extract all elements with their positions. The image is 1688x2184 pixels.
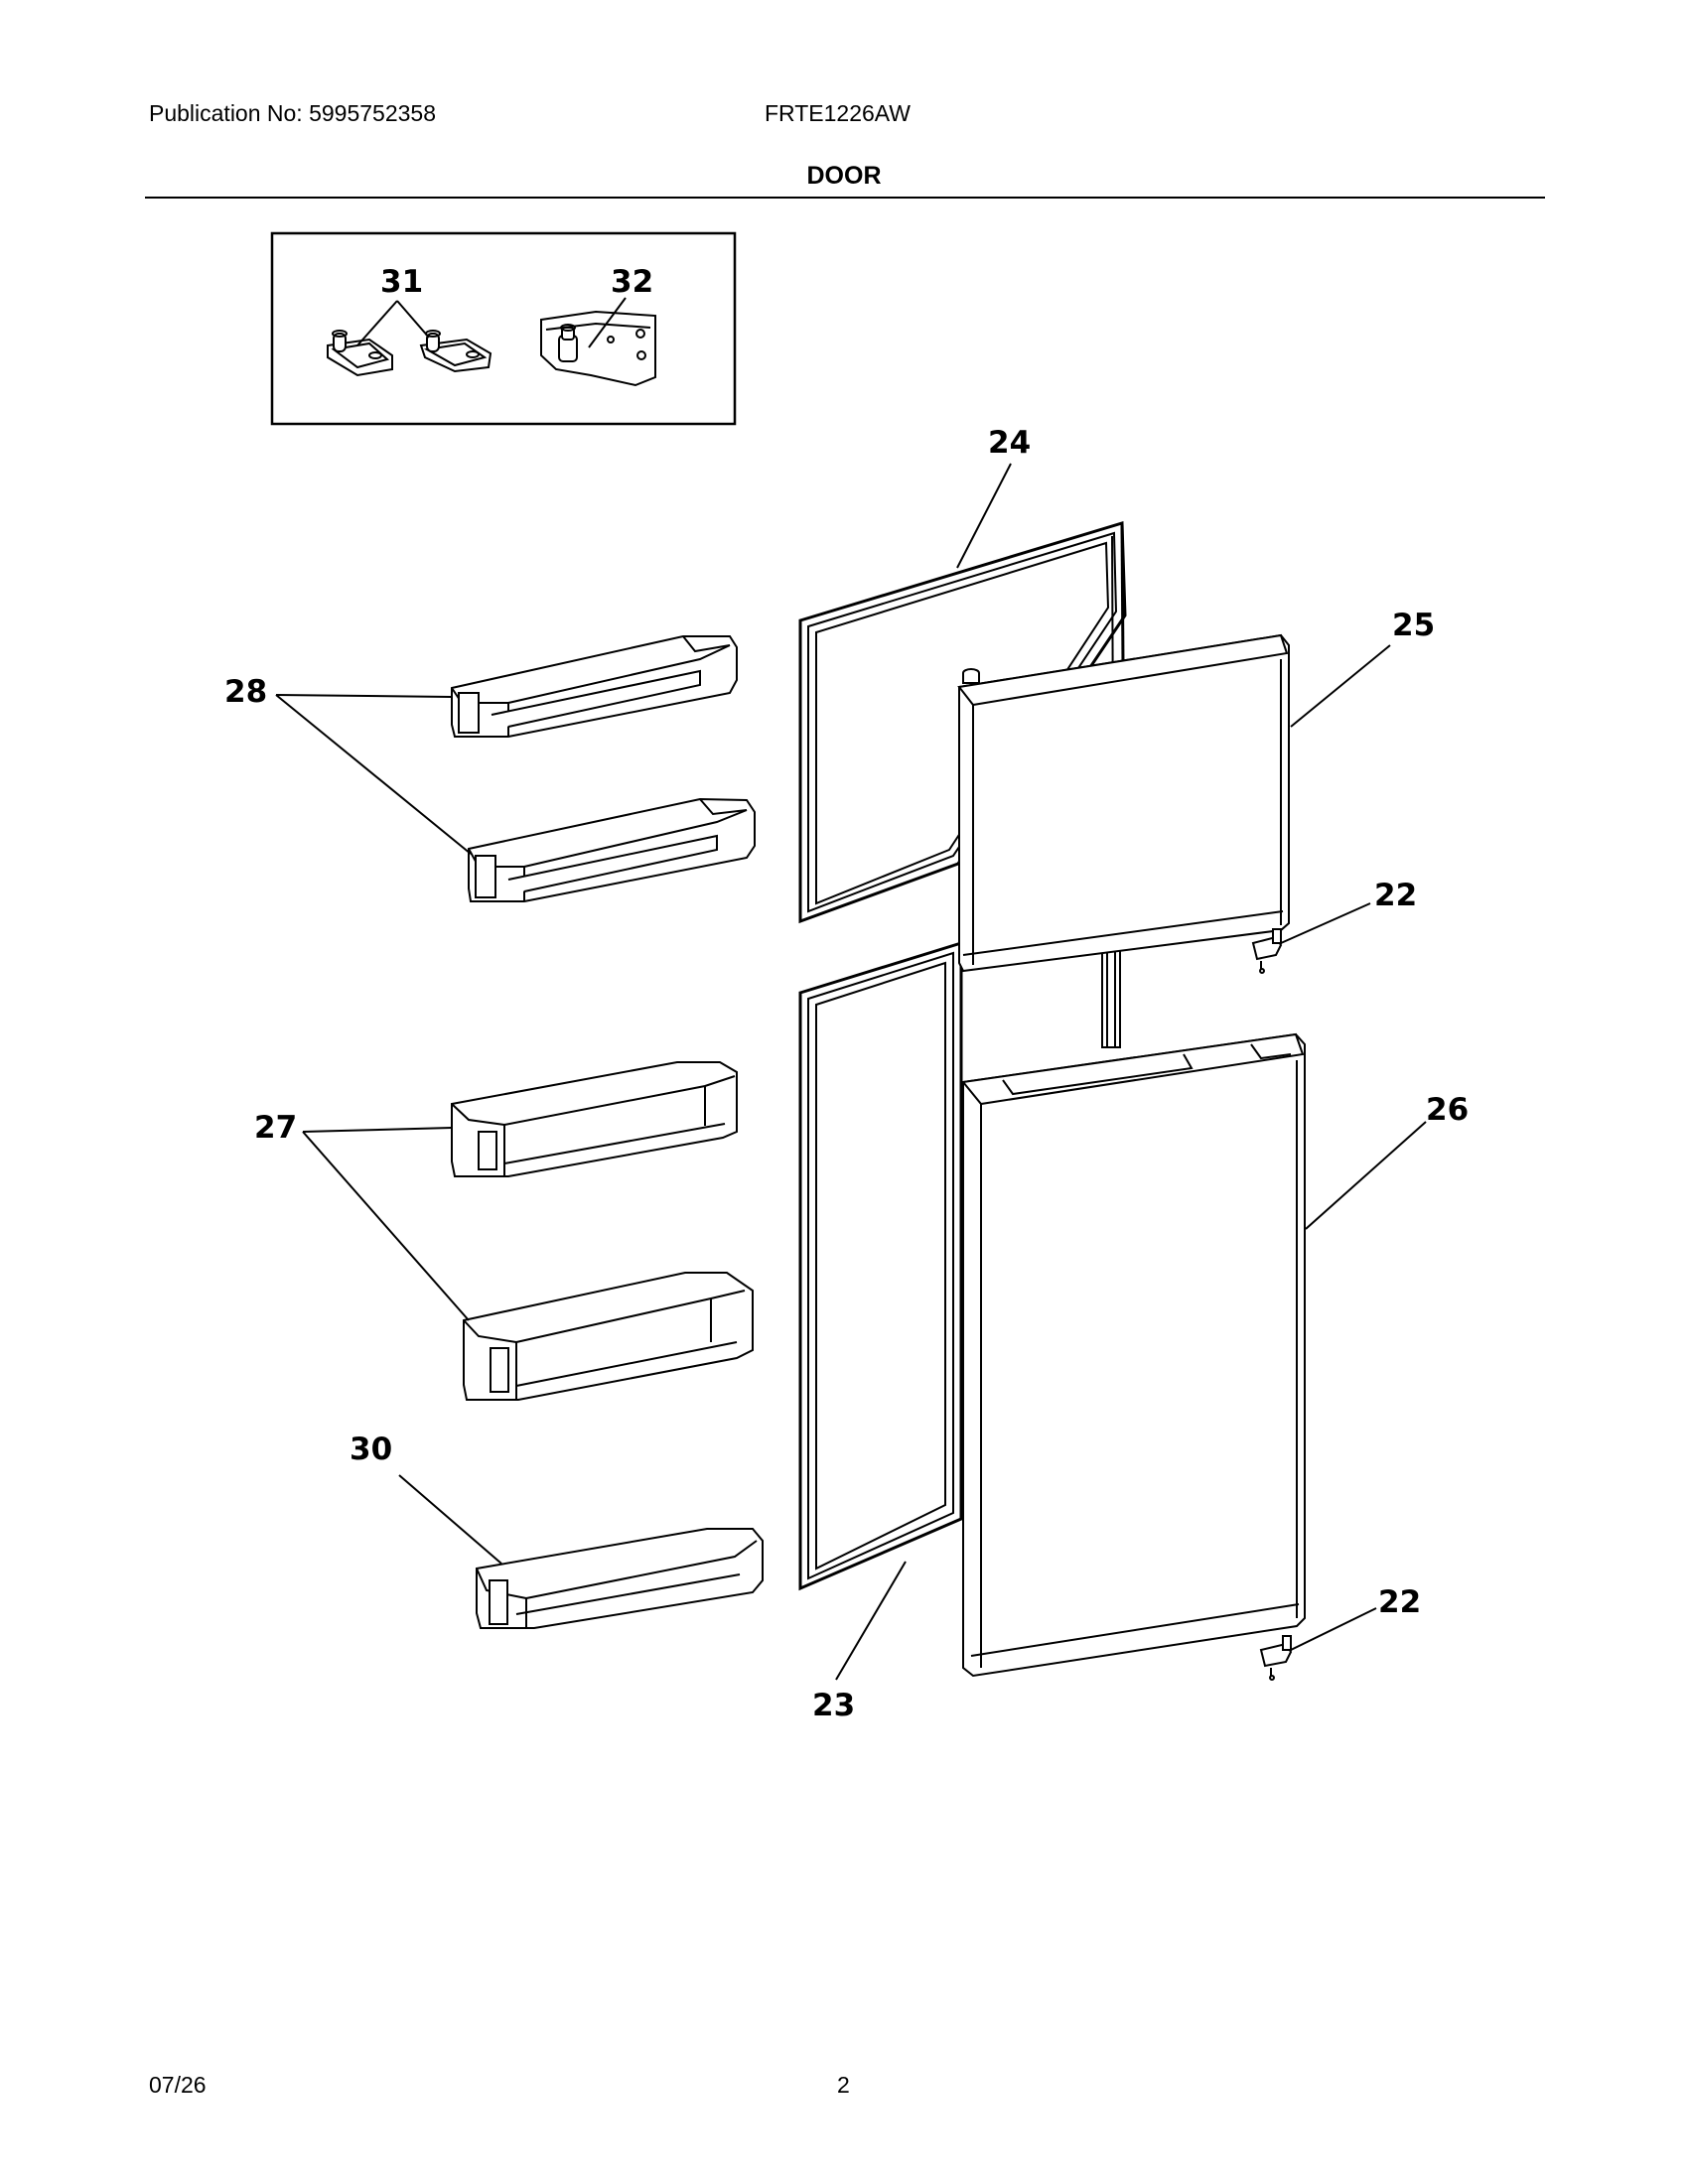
callout-22-bottom-leader [1290,1607,1377,1651]
header-divider [145,197,1545,199]
section-title: DOOR [806,162,882,190]
callout-32-leader [588,297,627,348]
hinge-part-32 [540,310,656,387]
model-number: FRTE1226AW [765,100,911,126]
publication-number: Publication No: 5995752358 [149,100,437,126]
inset-frame [270,231,737,426]
door-bin-27-top [451,1061,738,1177]
door-bin-28-bottom [468,797,756,902]
callout-31: 31 [380,264,423,300]
door-bin-30 [476,1528,764,1629]
callout-25-leader [1290,644,1391,728]
hinge-part-31-left [327,330,393,377]
hinge-inset: 31 32 [270,231,737,426]
callout-28: 28 [224,674,267,710]
callout-24-leader [956,463,1012,569]
door-bin-27-bottom [463,1272,754,1401]
callout-27: 27 [254,1110,297,1146]
callout-30: 30 [350,1432,392,1467]
callout-28-leaders [275,694,472,855]
door-stop-22-bottom [1259,1635,1293,1681]
fresh-food-door-gasket-23 [798,940,963,1591]
page-number: 2 [837,2072,850,2098]
callout-23-leader [835,1561,907,1681]
callout-22-top: 22 [1374,878,1417,913]
hinge-part-31-right [419,330,492,373]
door-bin-28-top [451,635,738,738]
door-stop-22-top [1251,928,1283,974]
footer-date: 07/26 [149,2072,207,2098]
callout-31-leaders [356,300,430,346]
fresh-food-door-26 [961,1032,1306,1678]
callout-22-top-leader [1280,902,1371,944]
callout-27-leaders [302,1127,470,1321]
freezer-door-25 [957,633,1290,973]
gasket-hinge-strip [1101,947,1121,1048]
callout-26: 26 [1426,1092,1469,1128]
callout-24: 24 [988,425,1031,461]
callout-30-leader [398,1474,502,1565]
callout-23: 23 [812,1688,855,1723]
callout-26-leader [1305,1121,1427,1230]
callout-22-bottom: 22 [1378,1584,1421,1620]
callout-32: 32 [611,264,653,300]
callout-25: 25 [1392,608,1435,643]
